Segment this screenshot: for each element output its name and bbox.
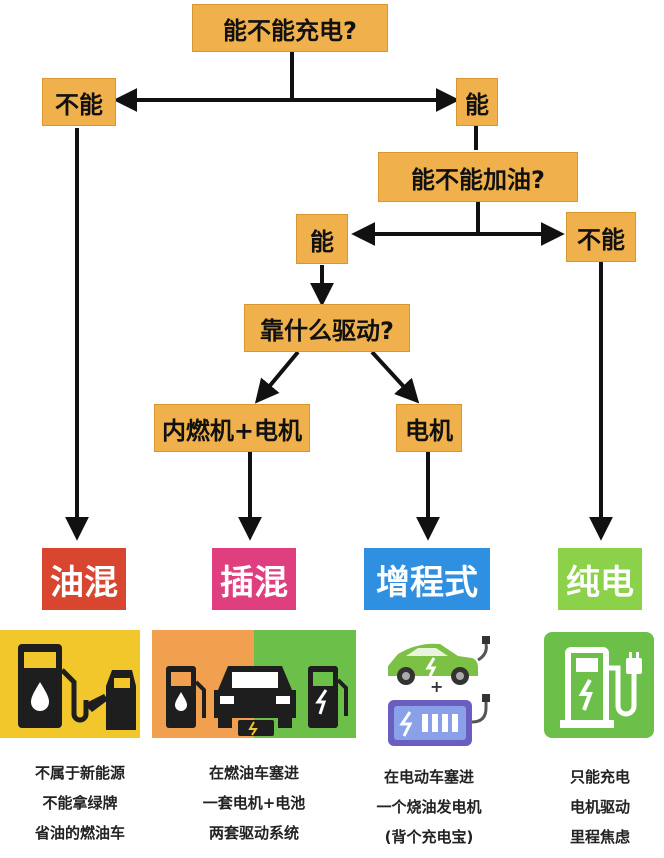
node-no-charge: 不能 — [42, 78, 116, 126]
description-line: 在电动车塞进 — [383, 768, 474, 786]
fuel-pump-icon — [18, 644, 136, 730]
ev-car-and-power-bank-icon: + — [388, 636, 490, 746]
plus-sign: + — [430, 677, 443, 696]
node-yes-charge: 能 — [456, 78, 498, 126]
description-line: 只能充电 — [569, 768, 630, 786]
description-line: 不属于新能源 — [34, 764, 125, 782]
pure-electric-illustration — [544, 632, 654, 738]
category-plugin-hybrid: 插混 — [212, 548, 296, 610]
arrow-to-motor — [370, 350, 420, 404]
node-drive-type: 靠什么驱动? — [244, 304, 410, 352]
car-with-pump-and-charger-icon — [166, 666, 348, 736]
range-extender-illustration: + — [378, 626, 498, 750]
description-line: 里程焦虑 — [569, 828, 630, 846]
description-line: 一个烧油发电机 — [376, 798, 482, 816]
node-can-charge: 能不能充电? — [192, 4, 388, 52]
category-range-extender: 增程式 — [364, 548, 490, 610]
description-line: 一套电机+电池 — [202, 794, 306, 812]
description-line: 两套驱动系统 — [208, 824, 299, 842]
description-line: 省油的燃油车 — [34, 824, 125, 842]
description-line: 电机驱动 — [569, 798, 630, 816]
node-no-fuel: 不能 — [566, 212, 636, 262]
arrow-to-ice-motor — [254, 350, 300, 404]
range-extender-description: 在电动车塞进 一个烧油发电机 (背个充电宝) — [354, 762, 504, 852]
node-can-fuel: 能不能加油? — [378, 152, 578, 202]
pure-electric-description: 只能充电 电机驱动 里程焦虑 — [540, 762, 660, 852]
plugin-hybrid-description: 在燃油车塞进 一套电机+电池 两套驱动系统 — [164, 758, 344, 848]
oil-hybrid-description: 不属于新能源 不能拿绿牌 省油的燃油车 — [0, 758, 160, 848]
description-line: (背个充电宝) — [384, 828, 474, 846]
category-pure-electric: 纯电 — [558, 548, 642, 610]
plugin-hybrid-illustration — [152, 630, 356, 738]
description-line: 不能拿绿牌 — [42, 794, 118, 812]
oil-hybrid-illustration — [0, 630, 140, 738]
charging-station-icon — [560, 647, 642, 728]
node-yes-fuel: 能 — [296, 214, 348, 264]
node-ice-motor: 内燃机+电机 — [154, 404, 310, 452]
node-motor: 电机 — [396, 404, 462, 452]
category-oil-hybrid: 油混 — [42, 548, 126, 610]
description-line: 在燃油车塞进 — [208, 764, 299, 782]
